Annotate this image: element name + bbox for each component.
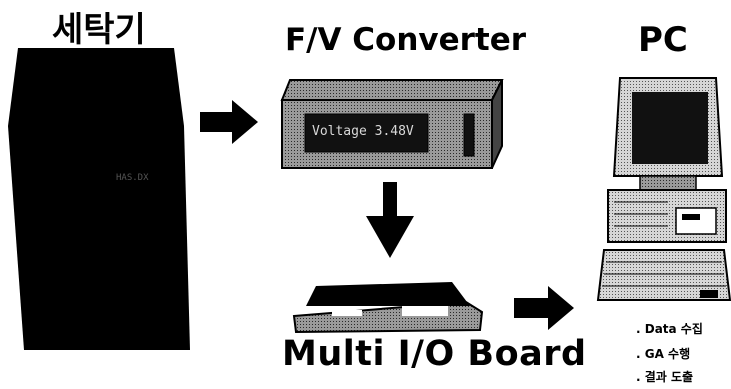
pc-task-item: . Data 수집 (636, 320, 703, 337)
washing-machine-icon (8, 48, 190, 350)
arrow-right-icon-1 (200, 100, 258, 144)
fv-converter-title: F/V Converter (285, 22, 526, 58)
washing-machine-title: 세탁기 (52, 2, 146, 51)
pc-computer-icon (598, 78, 730, 300)
multi-io-board-title: Multi I/O Board (282, 334, 587, 374)
washing-machine-label: HAS.DX (116, 173, 149, 183)
pc-task-item: . 결과 도출 (636, 368, 693, 385)
pc-title: PC (638, 20, 688, 60)
arrow-down-icon (366, 182, 414, 258)
arrow-right-icon-2 (514, 286, 574, 330)
converter-display-text: Voltage 3.48V (312, 124, 414, 139)
pc-task-item: . GA 수행 (636, 345, 690, 362)
multi-io-board-icon (294, 282, 482, 332)
